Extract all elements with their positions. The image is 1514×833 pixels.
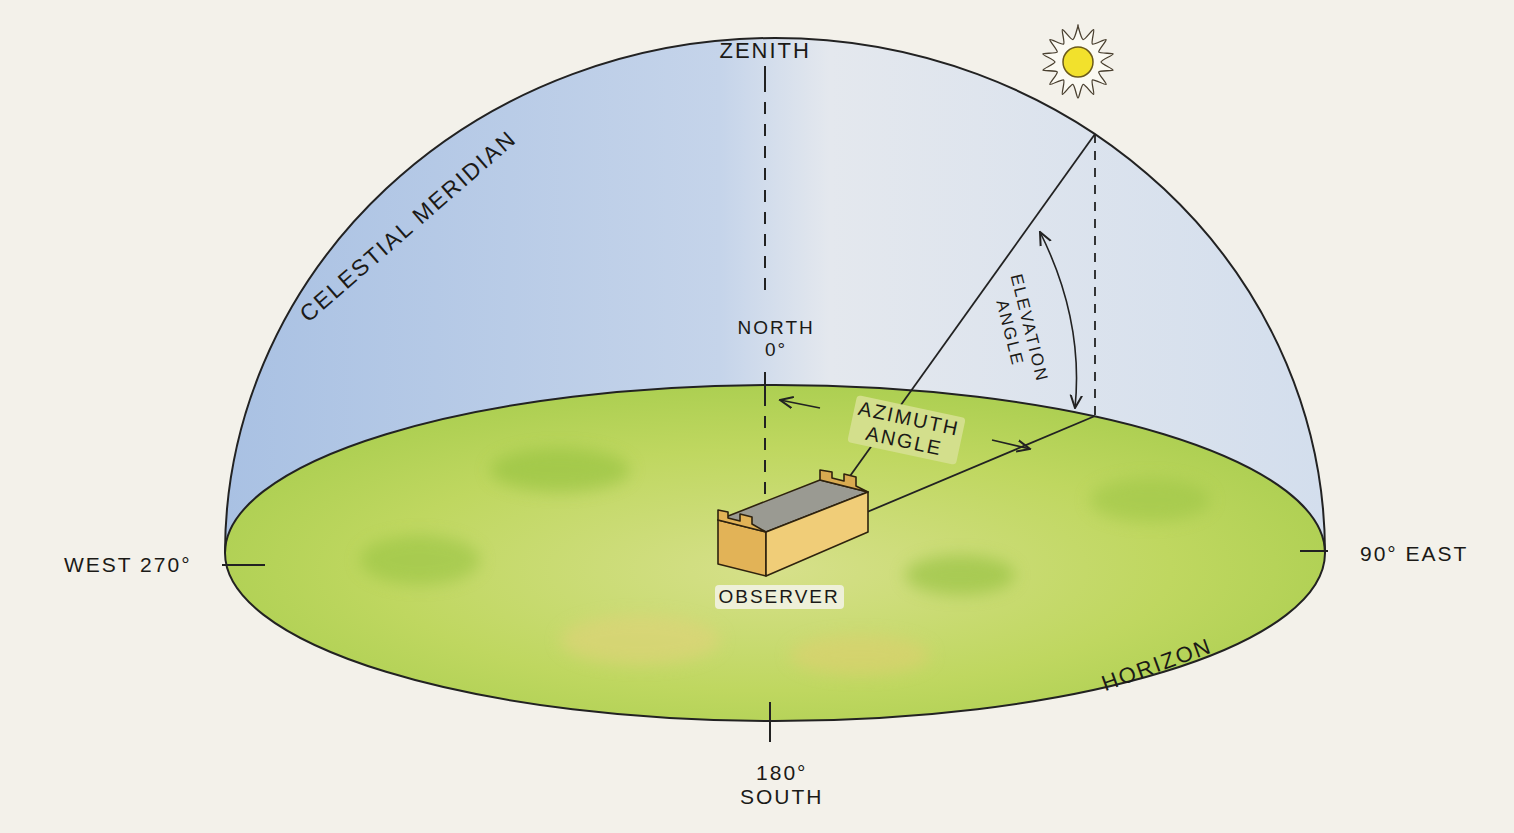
meridian-label: CELESTIAL MERIDIAN — [294, 125, 521, 327]
observer-label: OBSERVER — [715, 585, 844, 609]
zenith-line — [764, 80, 766, 300]
building-side — [766, 492, 868, 576]
ground-texture — [360, 448, 1210, 675]
azimuth-arrow — [780, 400, 820, 408]
grass-patch — [490, 448, 630, 492]
building-battlement — [820, 470, 868, 492]
south-tick — [769, 702, 771, 742]
grass-patch — [560, 615, 720, 665]
sun-rays — [1043, 25, 1113, 98]
sun-ray-line — [840, 134, 1095, 490]
angle-label: AZIMUTH ANGLE — [847, 395, 965, 465]
direction-label: 90° EAST — [1360, 542, 1468, 566]
east-tick — [1300, 550, 1328, 552]
grass-patch — [360, 535, 480, 585]
grass-patch — [790, 635, 930, 675]
direction-label: WEST 270° — [64, 553, 192, 577]
sun-disc — [1063, 47, 1093, 77]
horizon-label: HORIZON — [1098, 633, 1215, 696]
observer-building — [718, 470, 868, 576]
angle-label: ELEVATION ANGLE — [987, 272, 1052, 389]
elevation-arc — [1040, 232, 1077, 408]
ground-disc — [225, 385, 1325, 721]
zenith-tick — [764, 66, 766, 92]
sun-icon — [1043, 25, 1113, 98]
building-battlement — [718, 510, 766, 532]
zenith-line — [764, 372, 766, 505]
grass-patch — [1090, 478, 1210, 522]
horizon-ellipse — [225, 385, 1325, 721]
sun-projection-line — [1094, 134, 1096, 416]
north-tick — [764, 375, 766, 396]
direction-label: NORTH 0° — [738, 317, 815, 361]
west-tick — [222, 564, 265, 566]
zenith-label: ZENITH — [720, 38, 811, 63]
azimuth-arrow — [992, 440, 1030, 449]
grass-patch — [905, 555, 1015, 595]
celestial-meridian-arc — [225, 38, 1325, 553]
direction-label: 180° SOUTH — [740, 761, 824, 809]
